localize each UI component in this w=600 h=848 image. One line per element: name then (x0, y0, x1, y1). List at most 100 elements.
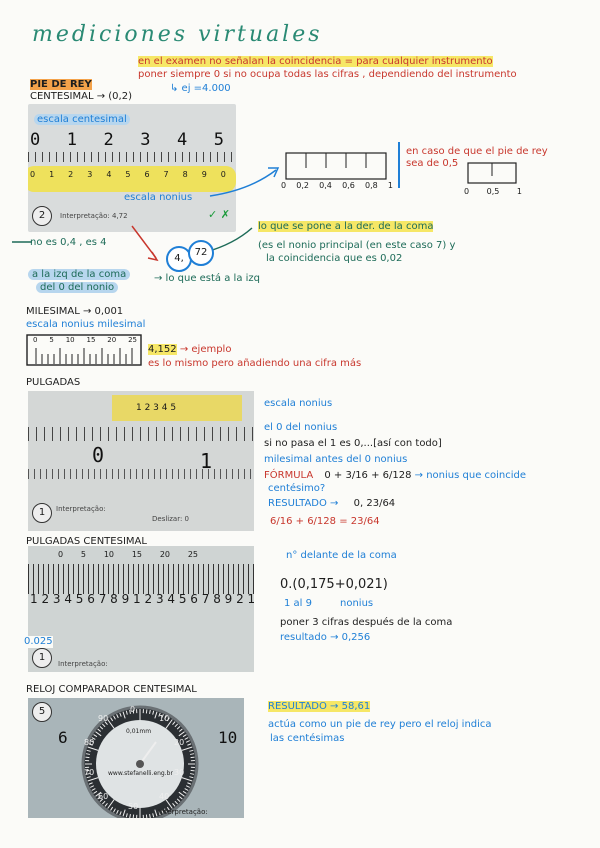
dial-tick (166, 806, 170, 811)
dial-tick (87, 746, 99, 751)
ruler-bottom-1: 1 (49, 170, 55, 179)
caliper-photo-centesimal: escala centesimal 0 1 2 3 4 5 0 1 2 3 4 … (28, 104, 236, 232)
dial-tick (129, 814, 131, 818)
ruler-bottom-3: 3 (87, 170, 93, 179)
caliper-photo-pulgadas: 1 2 3 4 5 0 1 1 Interpretação: Deslizar:… (28, 391, 254, 531)
ruler-bottom-0: 0 (30, 170, 36, 179)
pulgadas-big-1: 1 (200, 449, 213, 473)
bubble-72: 72 (188, 240, 214, 266)
small-scale-a (285, 152, 387, 180)
ruler-bottom-9: 9 (201, 170, 207, 179)
dial-tick (185, 785, 190, 788)
ruler-ticks (28, 152, 236, 162)
note-caso-2: sea de 0,5 (406, 158, 459, 169)
ruler-bottom-2: 2 (68, 170, 74, 179)
pc-left-number: 0.025 (24, 636, 53, 648)
pc-top-4: 20 (159, 550, 170, 559)
check-cross-icon: ✓ ✗ (208, 208, 230, 221)
note-izq-2-text: del 0 del nonio (36, 282, 119, 293)
dial-tick (122, 711, 126, 719)
small-scale-b (467, 162, 517, 184)
dial-tick (181, 746, 193, 751)
dial-tick (189, 749, 194, 752)
small-scale-b-1: 0,5 (486, 187, 500, 196)
note-exam-text: en el examen no señalan la coincidencia … (138, 56, 493, 67)
dial-tick (172, 802, 176, 807)
note-exam: en el examen no señalan la coincidencia … (138, 56, 493, 68)
formula-note: → nonius que coincide (414, 470, 527, 481)
heading-pie-de-rey-text: PIE DE REY (30, 79, 92, 90)
dial-gauge (81, 705, 199, 818)
label-escala-centesimal-text: escala centesimal (34, 114, 130, 125)
dial-tick (91, 737, 96, 740)
dial-tick (158, 811, 161, 816)
pulgadas-nonius-highlight (112, 395, 242, 421)
small-scale-a-1: 0,2 (296, 181, 309, 190)
resultado-pulgadas-value: 0, 23/64 (353, 498, 396, 509)
dial-tick (165, 799, 173, 809)
dial-tick (101, 800, 106, 805)
badge-5: 5 (32, 702, 52, 722)
deslizar-pulgadas: Deslizar: 0 (152, 515, 189, 523)
small-scale-b-0: 0 (464, 187, 470, 196)
resultado-pc: resultado → 0,256 (280, 632, 371, 643)
note-reloj-2: las centésimas (270, 733, 345, 744)
dial-tick (161, 809, 164, 814)
dial-tick (110, 717, 114, 722)
dial-tick (182, 790, 187, 794)
pc-ticks (28, 564, 254, 594)
dial-tick (97, 728, 102, 732)
divider-blue (398, 142, 400, 188)
milesimal-scale-3: 15 (86, 336, 96, 344)
ruler-bottom-5: 5 (125, 170, 131, 179)
dial-tick (174, 800, 179, 805)
ruler-bottom: 0 1 2 3 4 5 6 7 8 9 0 (30, 170, 226, 179)
note-izq-1-text: a la izq de la coma (28, 269, 131, 280)
dial-tick (149, 814, 151, 818)
pc-formula: 0.(0,175+0,021) (280, 577, 388, 592)
resultado-pulgadas-label: RESULTADO → (268, 498, 339, 509)
note-centesimo: centésimo? (268, 483, 326, 494)
note-pulgadas-1: el 0 del nonius (264, 422, 338, 433)
label-escala-milesimal: escala nonius milesimal (26, 319, 146, 330)
note-izq-1: a la izq de la coma (28, 269, 131, 281)
dial-tick (184, 788, 189, 791)
pc-top-5: 25 (187, 550, 198, 559)
dial-tick (85, 756, 90, 759)
note-pulgadas-3: milesimal antes del 0 nonius (264, 454, 408, 465)
reloj-big-10: 10 (218, 728, 238, 747)
formula-text: 0 + 3/16 + 6/128 (324, 470, 412, 481)
note-izq-tail: → lo que está a la izq (154, 273, 261, 284)
note-pulgadas-2: si no pasa el 1 es 0,...[así con todo] (264, 438, 442, 449)
dial-tick (97, 796, 102, 800)
dial-tick (104, 721, 108, 726)
dial-tick (107, 719, 115, 729)
small-scale-a-4: 0,8 (364, 181, 378, 190)
small-scale-b-labels: 0 0,5 1 (464, 187, 522, 196)
dial-tick (129, 709, 131, 714)
dial-tick (164, 808, 167, 813)
small-scale-b-2: 1 (516, 187, 522, 196)
dial-tick (189, 776, 194, 779)
dial-tick (176, 798, 181, 803)
label-pulgadas-nonius: escala nonius (264, 398, 333, 409)
dial-tick (86, 749, 91, 752)
ruler-bottom-4: 4 (106, 170, 112, 179)
dial-tick (86, 776, 91, 779)
heading-reloj: RELOJ COMPARADOR CENTESIMAL (26, 684, 197, 695)
note-der-1: lo que se pone a la der. de la coma (258, 221, 434, 233)
badge-1-pulgadas: 1 (32, 503, 52, 523)
dial-tick (104, 802, 108, 807)
dial-tick (190, 773, 195, 775)
dial-tick (93, 790, 98, 794)
note-milesimal: es lo mismo pero añadiendo una cifra más (148, 358, 362, 369)
dial-tick (178, 791, 185, 797)
dial-tick (190, 769, 195, 772)
dial-tick (154, 809, 158, 817)
reloj-big-6: 6 (58, 728, 68, 747)
dial-tick (132, 814, 135, 818)
ruler-bottom-7: 7 (163, 170, 169, 179)
label-escala-nonius: escala nonius (124, 192, 193, 203)
dial-tick (190, 753, 195, 755)
interpretacao-reloj: Interpretação: (158, 808, 208, 816)
